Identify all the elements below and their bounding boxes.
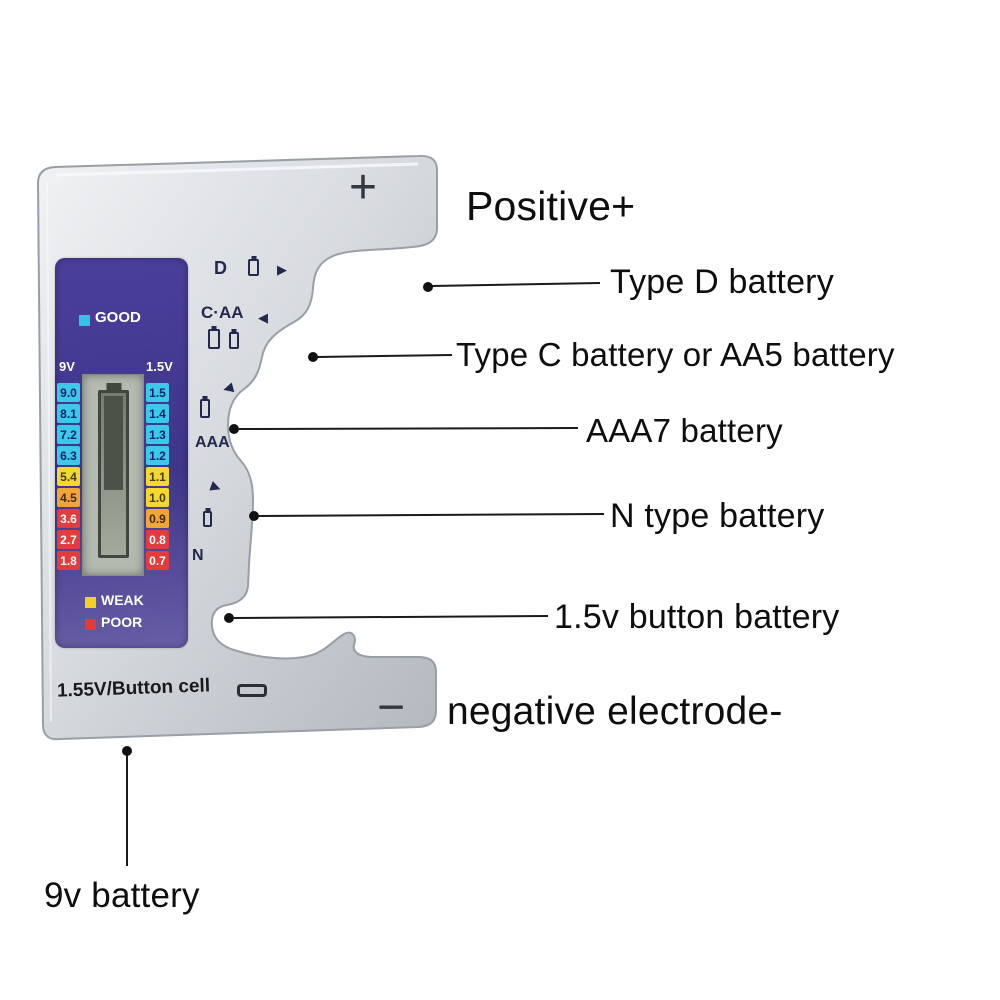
scale-cell-1v5: 1.1 bbox=[146, 467, 169, 486]
scale-cell-9v: 5.4 bbox=[57, 467, 80, 486]
annotation-aaa7-battery: AAA7 battery bbox=[586, 412, 783, 449]
battery-icon-d bbox=[248, 259, 259, 276]
slot-label-d: D bbox=[214, 258, 227, 278]
callout-line-type-d bbox=[431, 282, 601, 287]
positive-terminal-symbol: + bbox=[349, 161, 378, 214]
annotation-negative-electrode: negative electrode- bbox=[447, 690, 783, 733]
callout-line-button bbox=[233, 615, 549, 619]
scale-cell-1v5: 1.4 bbox=[146, 404, 169, 423]
lcd-screen bbox=[82, 374, 144, 576]
scale-cell-1v5: 1.3 bbox=[146, 425, 169, 444]
negative-terminal-symbol: − bbox=[377, 681, 406, 734]
scale-cell-9v: 1.8 bbox=[57, 551, 80, 570]
annotation-9v-battery: 9v battery bbox=[44, 876, 200, 915]
arrow-right-icon: ▶ bbox=[277, 262, 287, 277]
battery-fill-segment bbox=[104, 396, 123, 490]
annotation-type-d-battery: Type D battery bbox=[610, 263, 834, 301]
battery-icon-aa bbox=[229, 332, 239, 349]
scale-cell-9v: 7.2 bbox=[57, 425, 80, 444]
weak-color-swatch-icon bbox=[85, 597, 96, 608]
arrow-left-icon: ◀ bbox=[258, 310, 268, 325]
callout-line-n bbox=[258, 513, 605, 517]
annotation-n-type-battery: N type battery bbox=[610, 497, 825, 535]
scale-cell-1v5: 1.0 bbox=[146, 488, 169, 507]
callout-line-type-c bbox=[316, 354, 453, 358]
callout-dot-n bbox=[249, 511, 259, 521]
callout-dot-type-d bbox=[423, 282, 433, 292]
poor-color-swatch-icon bbox=[85, 619, 96, 630]
good-color-swatch-icon bbox=[79, 315, 90, 326]
slot-label-n: N bbox=[192, 547, 204, 564]
weak-label: WEAK bbox=[101, 592, 144, 608]
slot-label-aaa: AAA bbox=[195, 434, 230, 451]
battery-icon-n bbox=[203, 511, 212, 527]
poor-label: POOR bbox=[101, 614, 143, 630]
top-bevel-highlight bbox=[55, 162, 419, 177]
scale-cell-9v: 3.6 bbox=[57, 509, 80, 528]
callout-dot-type-c bbox=[308, 352, 318, 362]
left-bevel-highlight bbox=[46, 181, 52, 723]
scale-cell-1v5: 0.9 bbox=[146, 509, 169, 528]
battery-icon-aaa bbox=[200, 399, 210, 418]
button-cell-icon bbox=[237, 684, 267, 697]
slot-label-c-aa: C·AA bbox=[201, 303, 244, 322]
scale-cell-9v: 8.1 bbox=[57, 404, 80, 423]
annotation-positive: Positive+ bbox=[466, 183, 636, 229]
callout-dot-9v bbox=[122, 746, 132, 756]
callout-line-aaa bbox=[238, 427, 579, 430]
scale-cell-1v5: 1.5 bbox=[146, 383, 169, 402]
scale-cell-9v: 9.0 bbox=[57, 383, 80, 402]
scale-cell-9v: 2.7 bbox=[57, 530, 80, 549]
battery-icon-c bbox=[208, 329, 220, 349]
scale-cell-1v5: 0.8 bbox=[146, 530, 169, 549]
scale-cell-9v: 4.5 bbox=[57, 488, 80, 507]
scale-cell-9v: 6.3 bbox=[57, 446, 80, 465]
one-point-five-volt-column-header: 1.5V bbox=[146, 359, 173, 374]
good-label: GOOD bbox=[95, 309, 141, 326]
annotation-type-c-or-aa5-battery: Type C battery or AA5 battery bbox=[456, 336, 895, 373]
scale-cell-1v5: 1.2 bbox=[146, 446, 169, 465]
nine-volt-column-header: 9V bbox=[59, 359, 75, 374]
callout-dot-button bbox=[224, 613, 234, 623]
annotation-button-battery: 1.5v button battery bbox=[554, 598, 840, 636]
scale-cell-1v5: 0.7 bbox=[146, 551, 169, 570]
callout-dot-aaa bbox=[229, 424, 239, 434]
battery-level-graphic bbox=[98, 390, 129, 558]
